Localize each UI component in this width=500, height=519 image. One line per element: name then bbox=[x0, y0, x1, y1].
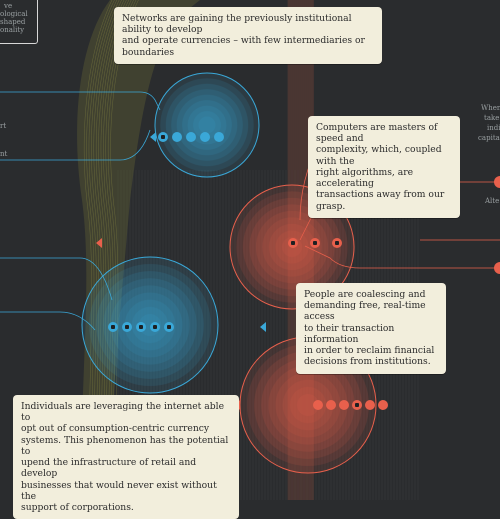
stream-line bbox=[91, 0, 120, 501]
dot bbox=[313, 400, 323, 410]
stream-line bbox=[93, 0, 122, 501]
left-fragment-2: nt bbox=[0, 150, 8, 158]
icon-rows bbox=[108, 132, 388, 410]
dot bbox=[200, 132, 210, 142]
dot bbox=[172, 132, 182, 142]
callout-networks-line-2: and operate currencies – with few interm… bbox=[122, 35, 365, 58]
right-fragment-3: indi bbox=[487, 124, 500, 132]
cart-icon-glyph bbox=[153, 325, 157, 329]
callout-computers: Computers are masters of speed and compl… bbox=[308, 116, 460, 218]
callout-individuals-line-5: businesses that would never exist withou… bbox=[21, 479, 217, 502]
megaphone-icon-glyph bbox=[291, 241, 295, 245]
stream-lines bbox=[83, 0, 139, 501]
stream-line bbox=[98, 0, 127, 501]
callout-computers-line-2: complexity, which, coupled with the bbox=[316, 144, 442, 167]
dot bbox=[378, 400, 388, 410]
marker-blue-top bbox=[150, 132, 156, 142]
callout-computers-line-3: right algorithms, are accelerating bbox=[316, 166, 414, 190]
ring bbox=[88, 263, 212, 387]
stream-line bbox=[86, 0, 115, 501]
edge-node-red-2 bbox=[494, 262, 500, 274]
dot bbox=[326, 400, 336, 410]
stream-line bbox=[95, 0, 125, 501]
ring bbox=[160, 78, 254, 172]
marker-red-middle bbox=[96, 238, 102, 248]
callout-networks: Networks are gaining the previously inst… bbox=[114, 7, 382, 64]
callout-individuals-line-6: support of corporations. bbox=[21, 501, 134, 513]
dot bbox=[186, 132, 196, 142]
ring bbox=[117, 292, 183, 358]
red-middle-icon-row bbox=[288, 238, 342, 248]
blue-connector bbox=[0, 91, 161, 111]
red-vertical-band bbox=[288, 0, 314, 500]
dot bbox=[339, 400, 349, 410]
olive-stream bbox=[77, 0, 200, 500]
red-connector bbox=[304, 245, 500, 269]
top-left-fragment-3: shaped bbox=[0, 18, 26, 26]
arrow-icon-glyph bbox=[161, 135, 165, 139]
right-fragment-1: When bbox=[481, 104, 500, 112]
wallet-icon-glyph bbox=[335, 241, 339, 245]
top-left-fragment-1: ve bbox=[4, 2, 13, 10]
ring bbox=[198, 116, 216, 134]
blue-bottom-icon-row bbox=[108, 322, 174, 332]
stream-line bbox=[100, 0, 129, 501]
right-fragment-4: capita bbox=[478, 134, 500, 142]
top-left-box bbox=[0, 0, 38, 44]
hand-icon-glyph bbox=[139, 325, 143, 329]
callout-computers-line-4: transactions away from our grasp. bbox=[316, 189, 445, 212]
ring-outline bbox=[154, 72, 260, 178]
people-icon-glyph bbox=[125, 325, 129, 329]
stream-line bbox=[88, 0, 117, 501]
share-icon-glyph bbox=[313, 241, 317, 245]
circle-blue-bottom bbox=[81, 256, 219, 394]
ring-outline bbox=[229, 184, 355, 310]
ring bbox=[165, 83, 249, 167]
blue-connector bbox=[0, 129, 151, 161]
stream-line bbox=[83, 0, 113, 501]
callout-computers-line-1: Computers are masters of speed and bbox=[316, 122, 438, 145]
callout-individuals-line-4: upend the infrastructure of retail and d… bbox=[21, 457, 197, 480]
stream-line bbox=[103, 0, 132, 501]
bank-icon-glyph bbox=[167, 325, 171, 329]
network-diagram bbox=[0, 0, 500, 501]
blue-top-icon-row bbox=[158, 132, 224, 142]
ring bbox=[95, 270, 205, 380]
marker-blue-bottom bbox=[260, 322, 266, 332]
red-bottom-icon-row bbox=[313, 400, 388, 410]
right-fragment-5: Alte bbox=[485, 197, 500, 205]
callout-people-line-4: in order to reclaim financial bbox=[304, 345, 435, 357]
callout-individuals: Individuals are leveraging the internet … bbox=[13, 395, 239, 519]
dot bbox=[214, 132, 224, 142]
lock-icon-glyph bbox=[355, 403, 359, 407]
dot bbox=[365, 400, 375, 410]
callout-people-line-5: decisions from institutions. bbox=[304, 356, 431, 368]
top-left-fragment-4: onality bbox=[0, 26, 25, 34]
circle-blue-top bbox=[154, 72, 260, 178]
callout-people-line-2: demanding free, real-time access bbox=[304, 300, 426, 323]
right-fragment-2: take bbox=[484, 114, 500, 122]
blue-connector bbox=[0, 311, 96, 331]
callout-networks-line-1: Networks are gaining the previously inst… bbox=[122, 13, 352, 36]
callout-people-line-3: to their transaction information bbox=[304, 322, 395, 345]
callout-individuals-line-1: Individuals are leveraging the internet … bbox=[21, 401, 225, 424]
ring bbox=[103, 278, 197, 372]
left-fragment-1: rt bbox=[0, 122, 7, 130]
edge-node-red-1 bbox=[494, 176, 500, 188]
ring-outline bbox=[81, 256, 219, 394]
callout-people: People are coalescing and demanding free… bbox=[296, 283, 446, 374]
callout-individuals-line-2: opt out of consumption-centric currency bbox=[21, 423, 210, 435]
blue-connector bbox=[0, 257, 113, 301]
people-icon-glyph bbox=[111, 325, 115, 329]
callout-individuals-line-3: systems. This phenomenon has the potenti… bbox=[21, 434, 229, 457]
callout-people-line-1: People are coalescing and bbox=[304, 289, 426, 300]
top-left-fragment-2: ological bbox=[0, 10, 28, 18]
ring bbox=[171, 89, 243, 161]
